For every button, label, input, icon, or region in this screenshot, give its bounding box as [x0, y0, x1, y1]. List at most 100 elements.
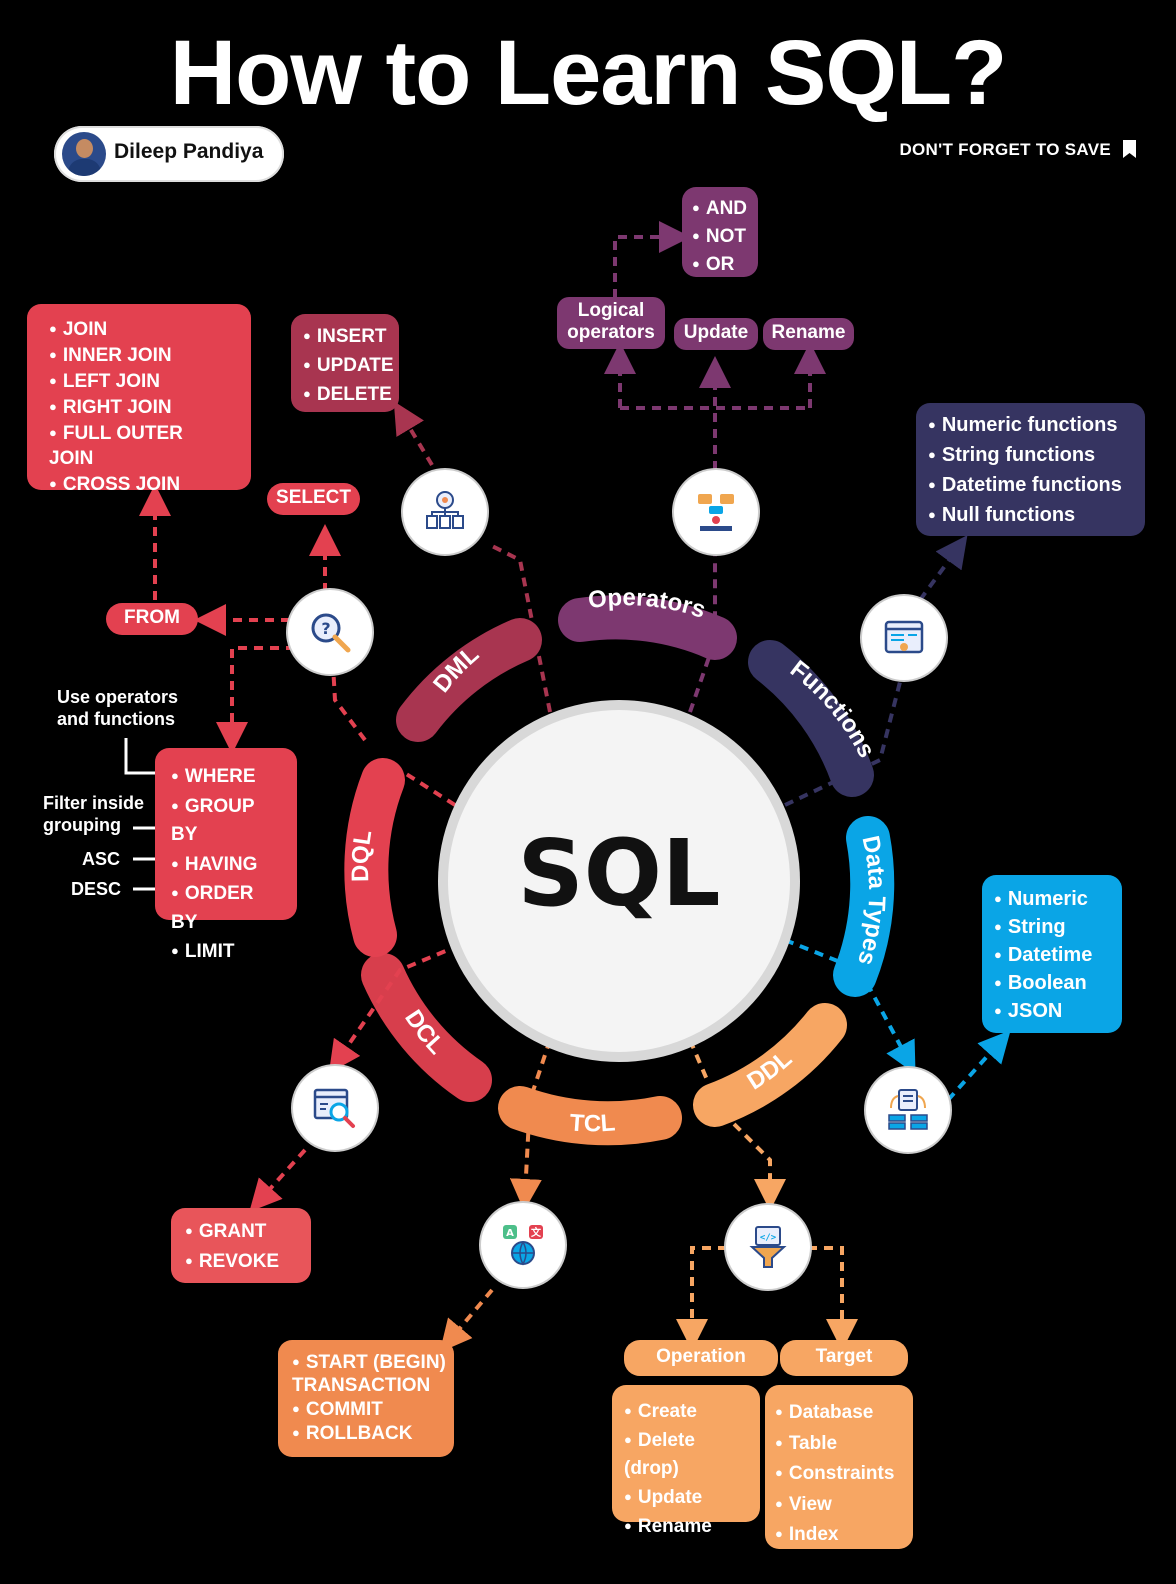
page-title: How to Learn SQL? — [169, 22, 1008, 124]
from-pill: FROM — [106, 603, 198, 635]
list-item: LEFT JOIN — [49, 368, 229, 394]
database-transfer-icon — [888, 1089, 928, 1130]
dcl-box: GRANTREVOKE — [171, 1208, 311, 1283]
svg-text:</>: </> — [760, 1233, 777, 1243]
data-types-box: NumericStringDatetimeBooleanJSON — [982, 875, 1122, 1033]
list-item: Datetime — [994, 941, 1110, 969]
tcl-icon-circle: A 文 — [481, 1203, 565, 1287]
arc-label-dql: DQL — [347, 828, 377, 882]
list-item: CROSS JOIN — [49, 471, 229, 497]
bookmark-icon — [1123, 140, 1136, 158]
dml-icon-circle — [403, 470, 487, 554]
list-item: Rename — [624, 1512, 748, 1541]
save-reminder: DON'T FORGET TO SAVE — [899, 140, 1136, 160]
list-item: LIMIT — [171, 937, 281, 967]
joins-box: JOININNER JOINLEFT JOINRIGHT JOINFULL OU… — [27, 304, 251, 495]
list-item: Constraints — [775, 1458, 903, 1489]
list-item: Datetime functions — [928, 470, 1133, 500]
data-types-icon-circle — [866, 1068, 950, 1152]
list-item: Index — [775, 1519, 903, 1550]
list-item: Numeric — [994, 885, 1110, 913]
search-question-icon: ? — [311, 613, 351, 653]
list-item: GRANT — [185, 1216, 297, 1246]
dcl-list: GRANTREVOKE — [185, 1216, 297, 1276]
list-item: Database — [775, 1397, 903, 1428]
dql-icon-circle: ? — [288, 590, 372, 674]
operators-icon-circle — [674, 470, 758, 554]
list-item: AND — [692, 194, 748, 222]
center-label: SQL — [517, 820, 721, 927]
list-item: COMMIT — [292, 1397, 440, 1421]
list-item: String functions — [928, 440, 1133, 470]
list-item: INSERT — [303, 322, 387, 351]
sql-center-circle: SQL — [448, 710, 790, 1052]
save-reminder-text: DON'T FORGET TO SAVE — [899, 140, 1111, 159]
list-item: Create — [624, 1397, 748, 1426]
list-item: Numeric functions — [928, 410, 1133, 440]
list-item: ORDER BY — [171, 879, 281, 937]
svg-text:?: ? — [321, 619, 330, 638]
dcl-icon-circle — [293, 1066, 377, 1150]
list-item: OR — [692, 250, 748, 278]
note-having: Filter inside grouping — [43, 793, 145, 835]
list-item: GROUP BY — [171, 792, 281, 850]
list-item: Update — [624, 1483, 748, 1512]
select-pill: SELECT — [267, 483, 360, 515]
rename-pill: Rename — [763, 318, 854, 350]
code-search-icon — [313, 1088, 355, 1128]
target-pill: Target — [780, 1340, 908, 1376]
list-item: WHERE — [171, 762, 281, 792]
logical-operators-pill: Logical operators — [557, 297, 665, 349]
functions-icon-circle — [862, 596, 946, 680]
list-item: HAVING — [171, 850, 281, 880]
note-asc: ASC — [82, 849, 121, 869]
list-item: FULL OUTER JOIN — [49, 420, 229, 471]
clauses-list: WHEREGROUP BYHAVINGORDER BYLIMIT — [171, 762, 281, 967]
svg-text:A: A — [506, 1228, 514, 1239]
list-item: INNER JOIN — [49, 342, 229, 368]
globe-translate-icon: A 文 — [503, 1225, 543, 1266]
list-item: REVOKE — [185, 1246, 297, 1276]
author-name: Dileep Pandiya — [114, 140, 264, 163]
tcl-box: START (BEGIN) TRANSACTIONCOMMITROLLBACK — [278, 1340, 454, 1457]
avatar — [62, 132, 106, 176]
list-item: RIGHT JOIN — [49, 394, 229, 420]
operation-pill: Operation — [624, 1340, 778, 1376]
list-item: JSON — [994, 997, 1110, 1025]
dml-box: INSERTUPDATEDELETE — [291, 314, 399, 412]
logical-ops-box: ANDNOTOR — [682, 187, 758, 277]
targets-list: DatabaseTableConstraintsViewIndex — [775, 1397, 903, 1550]
code-funnel-icon: </> — [749, 1226, 787, 1268]
data-types-list: NumericStringDatetimeBooleanJSON — [994, 885, 1110, 1025]
list-item: View — [775, 1489, 903, 1520]
list-item: NOT — [692, 222, 748, 250]
svg-text:文: 文 — [531, 1226, 542, 1239]
list-item: JOIN — [49, 316, 229, 342]
arc-label-tcl: TCL — [569, 1109, 616, 1137]
joins-list: JOININNER JOINLEFT JOINRIGHT JOINFULL OU… — [49, 316, 229, 497]
update-pill: Update — [674, 318, 758, 350]
list-item: DELETE — [303, 380, 392, 409]
note-where: Use operators and functions — [57, 687, 179, 729]
list-item: Boolean — [994, 969, 1110, 997]
functions-box: Numeric functionsString functionsDatetim… — [916, 403, 1145, 536]
settings-window-icon — [884, 620, 924, 654]
tcl-list: START (BEGIN) TRANSACTIONCOMMITROLLBACK — [292, 1350, 446, 1445]
logical-ops-list: ANDNOTOR — [692, 194, 748, 278]
list-item: START (BEGIN) TRANSACTION — [292, 1350, 446, 1397]
functions-list: Numeric functionsString functionsDatetim… — [928, 410, 1133, 530]
list-item: String — [994, 913, 1110, 941]
author-badge: Dileep Pandiya — [54, 126, 284, 182]
clauses-box: WHEREGROUP BYHAVINGORDER BYLIMIT — [155, 748, 297, 962]
targets-box: DatabaseTableConstraintsViewIndex — [765, 1385, 913, 1549]
dml-list: INSERTUPDATEDELETE — [303, 322, 394, 409]
list-item: Delete (drop) — [624, 1426, 748, 1483]
list-item: Null functions — [928, 500, 1133, 530]
ddl-icon-circle: </> — [726, 1205, 810, 1289]
workflow-icon — [426, 491, 464, 529]
list-item: Table — [775, 1428, 903, 1459]
note-desc: DESC — [71, 879, 122, 899]
